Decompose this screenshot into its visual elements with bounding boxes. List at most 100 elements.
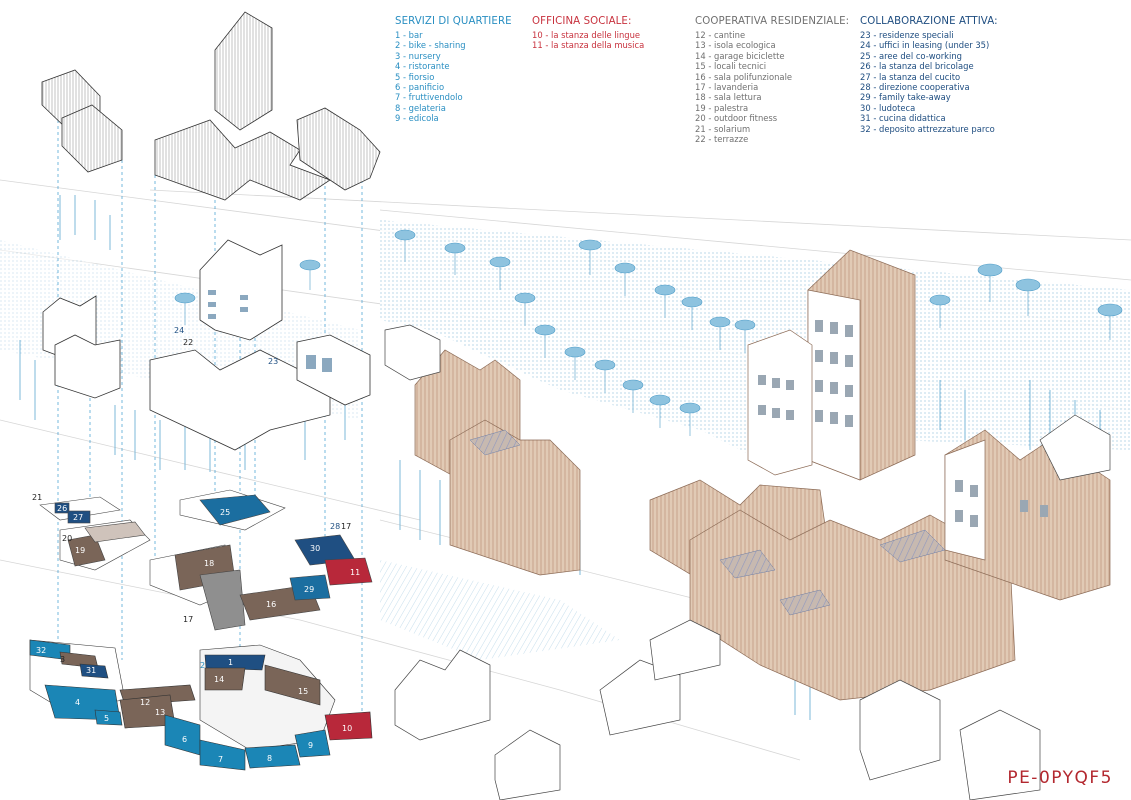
legend-cooperativa-title: COOPERATIVA RESIDENZIALE: bbox=[695, 16, 850, 27]
zone-31 bbox=[79, 663, 109, 679]
label-30: 30 bbox=[310, 544, 320, 553]
label-29: 29 bbox=[304, 585, 314, 594]
legend-item: 13 - isola ecologica bbox=[695, 40, 776, 51]
legend-item: 23 - residenze speciali bbox=[860, 30, 954, 40]
zone-14 bbox=[204, 667, 246, 691]
legend-officina: OFFICINA SOCIALE: 10 - la stanza delle l… bbox=[532, 16, 644, 51]
zone-1 bbox=[204, 654, 266, 671]
legend-item: 8 - gelateria bbox=[395, 102, 446, 113]
label-12: 12 bbox=[140, 698, 150, 707]
zone-27 bbox=[67, 510, 91, 524]
label-19: 19 bbox=[75, 546, 85, 555]
legend-item: 10 - la stanza delle lingue bbox=[532, 30, 641, 40]
label-10: 10 bbox=[342, 724, 352, 733]
zone-29 bbox=[289, 574, 331, 601]
zone-19 bbox=[67, 534, 106, 567]
legend-item: 17 - lavanderia bbox=[695, 82, 759, 93]
label-16: 16 bbox=[266, 600, 276, 609]
exploded-roofs bbox=[41, 11, 381, 201]
label-4: 4 bbox=[75, 698, 80, 707]
label-26: 26 bbox=[57, 504, 67, 513]
legend-item: 7 - fruttivendolo bbox=[395, 92, 463, 103]
label-23: 23 bbox=[268, 357, 278, 366]
zone-10 bbox=[324, 711, 373, 741]
label-17b: 17 bbox=[183, 615, 193, 624]
label-13: 13 bbox=[155, 708, 165, 717]
legend-item: 18 - sala lettura bbox=[695, 92, 762, 103]
legend-item: 16 - sala polifunzionale bbox=[695, 71, 793, 82]
plan-labels: 24 22 23 21 26 27 25 20 19 18 28 17 30 1… bbox=[32, 326, 360, 764]
legend-item: 14 - garage biciclette bbox=[695, 50, 785, 61]
zone-9 bbox=[294, 729, 331, 758]
legend-item: 1 - bar bbox=[395, 30, 423, 40]
label-2: 2 bbox=[200, 661, 205, 670]
label-20: 20 bbox=[62, 534, 72, 543]
label-3: 3 bbox=[60, 655, 65, 664]
label-15: 15 bbox=[298, 687, 308, 696]
zone-7 bbox=[199, 739, 246, 771]
legend-item: 26 - la stanza del bricolage bbox=[860, 61, 974, 72]
facade-windows bbox=[758, 320, 1048, 527]
legend-item: 30 - ludoteca bbox=[860, 102, 916, 113]
solar-panels bbox=[469, 429, 946, 616]
legend-item: 11 - la stanza della musica bbox=[532, 40, 645, 51]
legend-servizi: SERVIZI DI QUARTIERE 1 - bar 2 - bike - … bbox=[395, 16, 512, 124]
legend-collaborazione-title: COLLABORAZIONE ATTIVA: bbox=[860, 16, 998, 27]
label-22: 22 bbox=[183, 338, 193, 347]
zone-11 bbox=[324, 557, 373, 586]
label-18: 18 bbox=[204, 559, 214, 568]
legend-item: 28 - direzione cooperativa bbox=[860, 82, 970, 93]
legend-item: 22 - terrazze bbox=[695, 134, 749, 145]
legend-item: 9 - edicola bbox=[395, 113, 439, 124]
label-14: 14 bbox=[214, 675, 224, 684]
legend-item: 27 - la stanza del cucito bbox=[860, 71, 961, 82]
zone-26 bbox=[54, 502, 70, 514]
legend-item: 2 - bike - sharing bbox=[395, 40, 466, 51]
legend-item: 12 - cantine bbox=[695, 30, 746, 40]
building-windows bbox=[208, 290, 332, 372]
legend-item: 4 - ristorante bbox=[395, 61, 450, 72]
label-32: 32 bbox=[36, 646, 46, 655]
plan-upper bbox=[39, 489, 373, 631]
zone-25 bbox=[199, 494, 271, 526]
label-6: 6 bbox=[182, 735, 187, 744]
label-1: 1 bbox=[228, 658, 233, 667]
label-28: 28 bbox=[330, 522, 340, 531]
context-houses bbox=[384, 324, 1111, 800]
label-9: 9 bbox=[308, 741, 313, 750]
zone-15 bbox=[264, 664, 321, 706]
trees bbox=[174, 229, 1123, 436]
legend-item: 25 - aree del co-working bbox=[860, 50, 962, 61]
legend-officina-title: OFFICINA SOCIALE: bbox=[532, 16, 632, 27]
project-code: PE-0PYQF5 bbox=[1007, 768, 1113, 788]
label-17a: 17 bbox=[341, 522, 351, 531]
legend-item: 15 - locali tecnici bbox=[695, 61, 767, 72]
legend-item: 3 - nursery bbox=[395, 50, 441, 61]
zone-8 bbox=[244, 744, 301, 769]
legend-item: 24 - uffici in leasing (under 35) bbox=[860, 40, 990, 51]
label-5: 5 bbox=[104, 714, 109, 723]
legend-item: 32 - deposito attrezzature parco bbox=[860, 123, 995, 134]
legend-item: 21 - solarium bbox=[695, 123, 751, 134]
zone-5 bbox=[94, 709, 123, 726]
legend-cooperativa: COOPERATIVA RESIDENZIALE: 12 - cantine 1… bbox=[695, 16, 849, 144]
legend-item: 31 - cucina didattica bbox=[860, 113, 946, 124]
legend-item: 6 - panificio bbox=[395, 82, 445, 93]
plan-ground bbox=[29, 639, 373, 771]
legend-servizi-title: SERVIZI DI QUARTIERE bbox=[395, 16, 512, 27]
legend-item: 5 - fiorsio bbox=[395, 71, 435, 82]
legend-item: 29 - family take-away bbox=[860, 92, 951, 103]
label-24: 24 bbox=[174, 326, 184, 335]
label-8: 8 bbox=[267, 754, 272, 763]
label-31: 31 bbox=[86, 666, 96, 675]
label-27: 27 bbox=[73, 513, 83, 522]
label-11: 11 bbox=[350, 568, 360, 577]
legend-item: 19 - palestra bbox=[695, 102, 749, 113]
legend-collaborazione: COLLABORAZIONE ATTIVA: 23 - residenze sp… bbox=[860, 16, 998, 134]
legend-item: 20 - outdoor fitness bbox=[695, 113, 778, 124]
label-7: 7 bbox=[218, 755, 223, 764]
label-21: 21 bbox=[32, 493, 42, 502]
exploded-buildings bbox=[42, 239, 371, 451]
label-25: 25 bbox=[220, 508, 230, 517]
